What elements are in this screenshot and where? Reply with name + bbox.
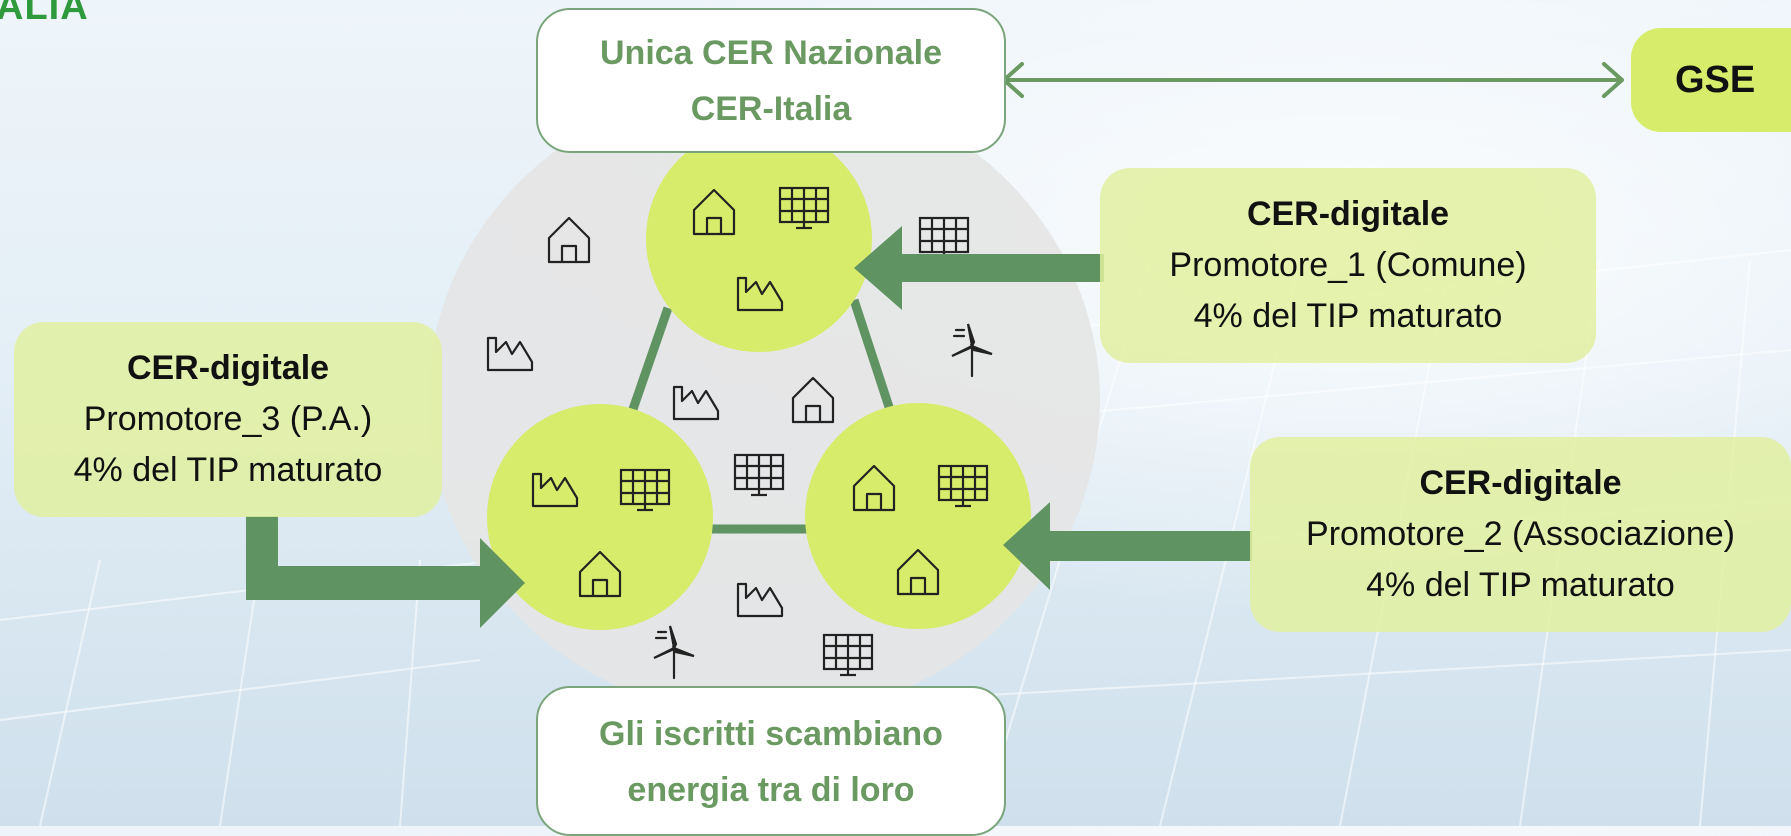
promoter-1-title: CER-digitale	[1246, 195, 1450, 233]
gse-label: GSE	[1675, 58, 1756, 101]
promoter-2-share: 4% del TIP maturato	[1366, 566, 1675, 604]
node-links	[627, 298, 895, 534]
node-right	[805, 403, 1031, 629]
cer-italia-line2: CER-Italia	[690, 89, 852, 128]
promoter-3-share: 4% del TIP maturato	[73, 451, 383, 489]
exchange-line2: energia tra di loro	[627, 771, 915, 809]
gse-link-arrow	[1002, 62, 1624, 98]
promoter-3-title: CER-digitale	[126, 349, 330, 387]
promoter-2-name: Promotore_2 (Associazione)	[1306, 515, 1735, 553]
arrow-promoter-2	[1003, 502, 1252, 590]
promoter-2-card: CER-digitale Promotore_2 (Associazione) …	[1250, 437, 1791, 632]
brand-logo: ALIA	[0, 0, 89, 28]
promoter-2-title: CER-digitale	[1419, 464, 1622, 502]
promoter-1-name: Promotore_1 (Comune)	[1169, 246, 1527, 284]
cer-italia-line1: Unica CER Nazionale	[600, 33, 942, 72]
node-left	[487, 404, 713, 630]
gse-badge: GSE	[1631, 28, 1791, 132]
exchange-box: Gli iscritti scambiano energia tra di lo…	[536, 686, 1006, 836]
promoter-1-card: CER-digitale Promotore_1 (Comune) 4% del…	[1100, 168, 1596, 363]
promoter-3-card: CER-digitale Promotore_3 (P.A.) 4% del T…	[14, 322, 442, 517]
arrow-promoter-1	[854, 226, 1104, 310]
cer-italia-box: Unica CER Nazionale CER-Italia	[536, 8, 1006, 153]
arrow-promoter-3	[246, 516, 525, 628]
promoter-3-name: Promotore_3 (P.A.)	[83, 400, 373, 438]
exchange-line1: Gli iscritti scambiano	[599, 715, 943, 753]
promoter-1-share: 4% del TIP maturato	[1193, 297, 1503, 335]
node-top	[646, 126, 872, 352]
